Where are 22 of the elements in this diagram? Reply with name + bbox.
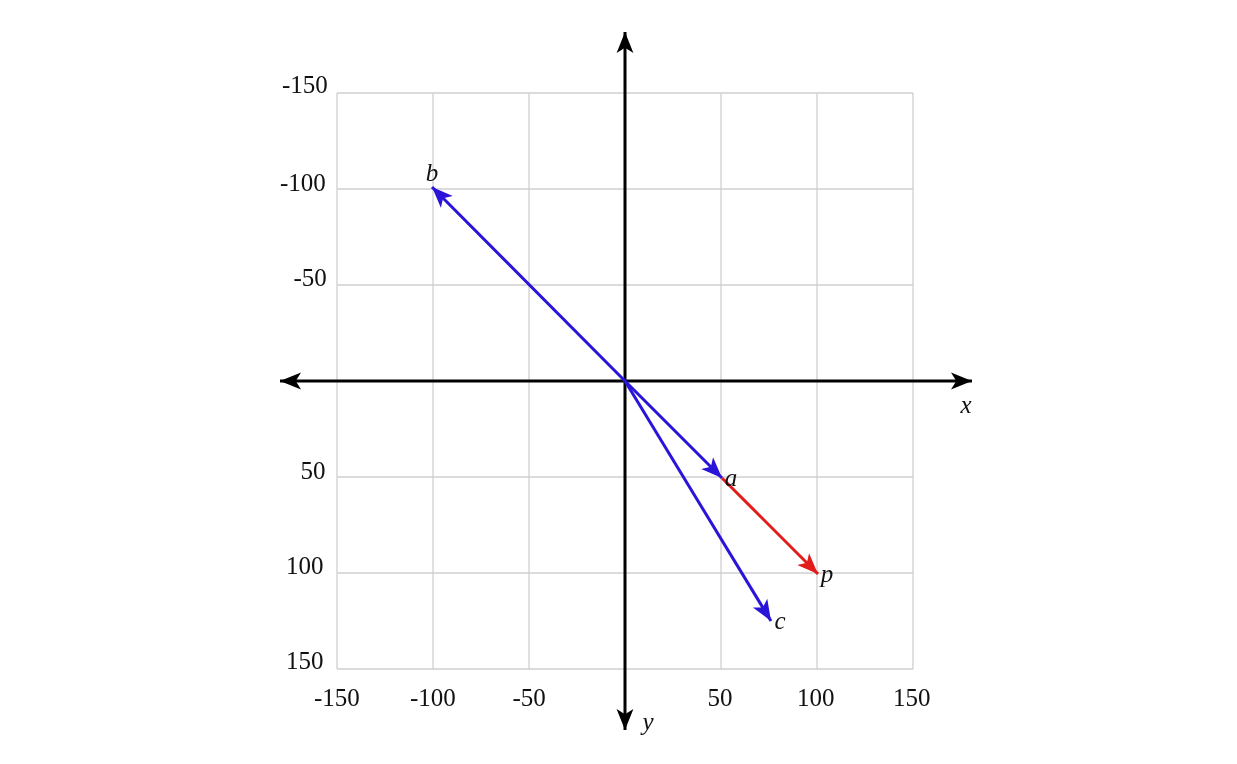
tick-label: -50 xyxy=(512,685,546,711)
tick-label: -50 xyxy=(293,265,327,291)
tick-label: 150 xyxy=(893,685,931,711)
tick-label: 100 xyxy=(286,553,324,579)
tick-label: -150 xyxy=(282,72,328,98)
vector-label: a xyxy=(722,465,740,492)
vector-arrow xyxy=(430,185,627,383)
tick-label: 50 xyxy=(707,685,733,711)
vector-arrow xyxy=(623,379,724,480)
axis-label: x xyxy=(960,392,972,418)
tick-label: 100 xyxy=(797,685,835,711)
vector-label: p xyxy=(818,561,836,588)
tick-label: 150 xyxy=(286,648,324,674)
vector-label: c xyxy=(771,608,789,635)
tick-label: -100 xyxy=(410,685,456,711)
vector-label: b xyxy=(423,160,441,187)
tick-label: 50 xyxy=(300,458,326,484)
vector-arrow xyxy=(720,476,820,576)
axis-label: y xyxy=(642,709,654,735)
tick-label: -150 xyxy=(314,685,360,711)
vector-arrow xyxy=(623,380,773,622)
tick-label: -100 xyxy=(280,170,326,196)
